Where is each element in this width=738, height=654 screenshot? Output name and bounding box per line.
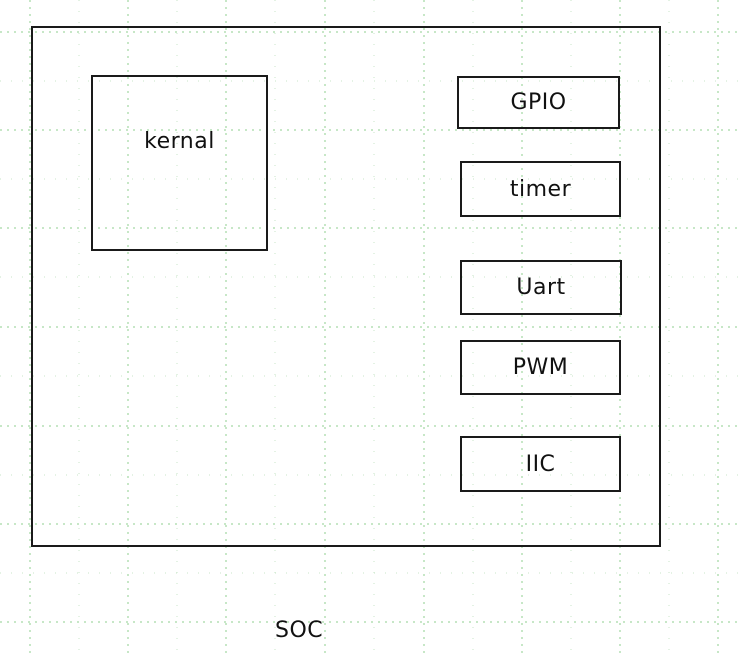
pwm-block: PWM xyxy=(460,340,621,395)
timer-block: timer xyxy=(460,161,621,217)
kernal-block: kernal xyxy=(91,75,268,251)
gpio-block: GPIO xyxy=(457,76,620,129)
timer-label: timer xyxy=(509,176,572,202)
soc-label: SOC xyxy=(275,618,324,643)
iic-block: IIC xyxy=(460,436,621,492)
iic-label: IIC xyxy=(525,451,556,477)
kernal-label: kernal xyxy=(144,128,215,154)
pwm-label: PWM xyxy=(512,355,569,380)
gpio-label: GPIO xyxy=(510,90,567,115)
uart-label: Uart xyxy=(516,275,566,300)
soc-container xyxy=(31,26,661,547)
uart-block: Uart xyxy=(460,260,622,315)
